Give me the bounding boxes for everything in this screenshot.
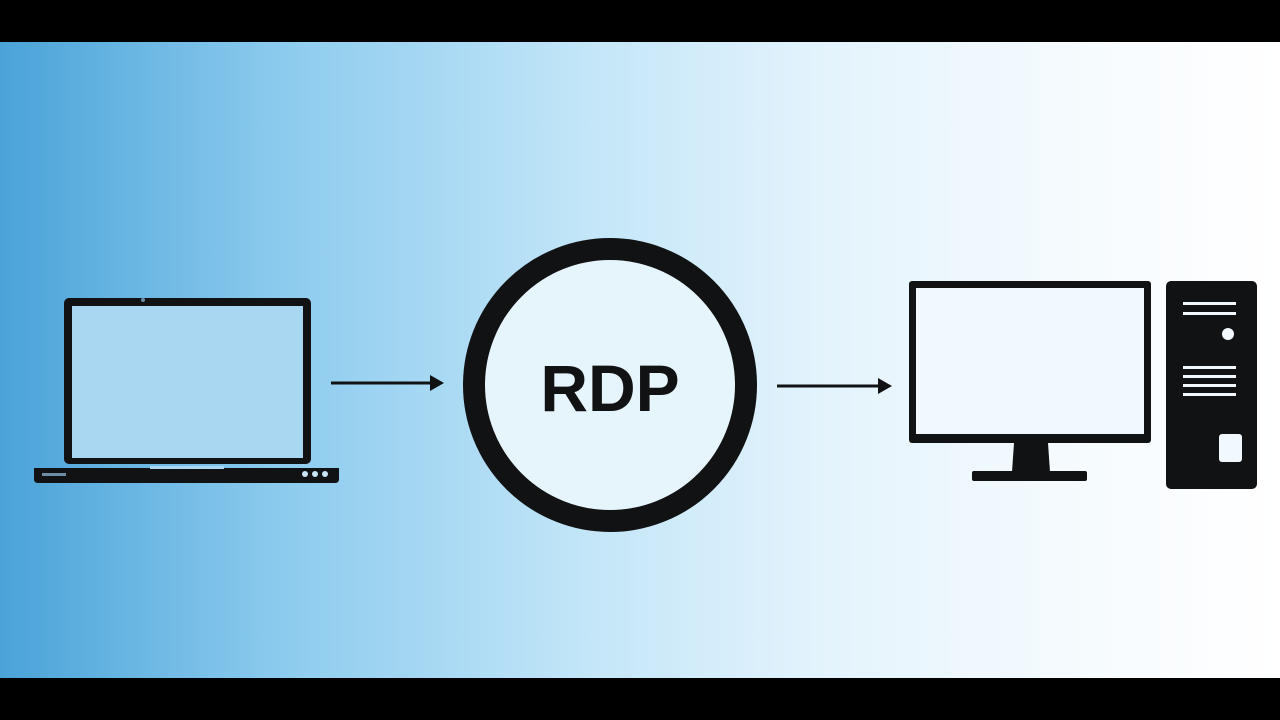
- desktop-monitor-icon: [909, 281, 1151, 481]
- arrow-client-to-rdp: [331, 375, 444, 391]
- rdp-protocol-ring: RDP: [463, 238, 757, 532]
- rdp-label: RDP: [540, 351, 679, 425]
- pc-tower-icon: [1166, 281, 1257, 489]
- letterbox-bottom: [0, 678, 1280, 720]
- arrow-rdp-to-host: [777, 378, 892, 394]
- laptop-icon: [34, 298, 339, 483]
- letterbox-top: [0, 0, 1280, 42]
